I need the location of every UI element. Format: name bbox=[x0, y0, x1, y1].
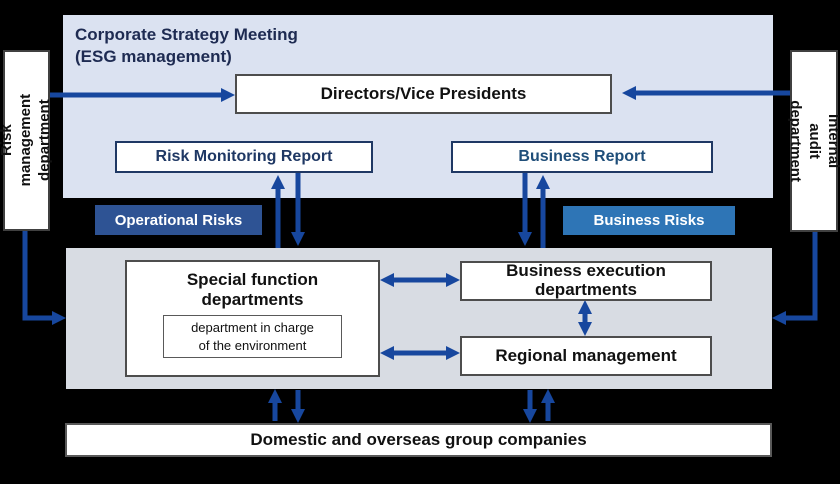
special-function-departments-box: Special function departments department … bbox=[125, 260, 380, 377]
arrow-riskdept-to-execution bbox=[22, 231, 66, 325]
risk-monitoring-report-box: Risk Monitoring Report bbox=[115, 141, 373, 173]
business-execution-departments-box: Business execution departments bbox=[460, 261, 712, 301]
regional-management-box: Regional management bbox=[460, 336, 712, 376]
special-function-departments-label: Special function departments bbox=[186, 270, 319, 310]
corporate-strategy-title: Corporate Strategy Meeting (ESG manageme… bbox=[75, 25, 298, 67]
internal-audit-department-box: Internal audit department bbox=[788, 50, 840, 232]
environment-department-box: department in charge of the environment bbox=[163, 315, 342, 358]
business-report-box: Business Report bbox=[451, 141, 713, 173]
directors-box: Directors/Vice Presidents bbox=[235, 74, 612, 114]
internal-audit-department-label: Internal audit department bbox=[787, 100, 840, 182]
risk-management-department-label: Risk management department bbox=[0, 94, 53, 187]
operational-risks-label: Operational Risks bbox=[95, 205, 262, 235]
business-risks-label: Business Risks bbox=[563, 206, 735, 235]
group-companies-box: Domestic and overseas group companies bbox=[65, 423, 772, 457]
risk-management-department-box: Risk management department bbox=[0, 50, 53, 231]
arrow-audit-to-execution bbox=[772, 232, 818, 325]
